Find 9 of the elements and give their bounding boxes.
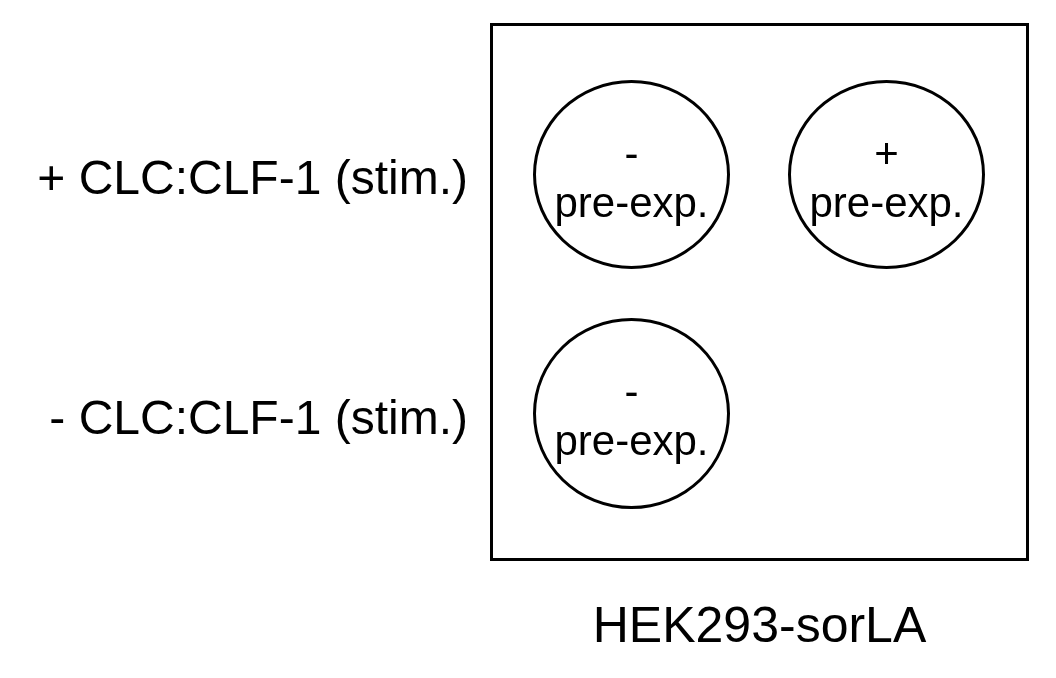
sample-label: pre-exp. — [809, 182, 964, 224]
treatment-sign: - — [624, 133, 639, 175]
condition-label: + CLC:CLF-1 (stim.) — [37, 154, 468, 202]
sample-label: pre-exp. — [554, 182, 709, 224]
condition-label: - CLC:CLF-1 (stim.) — [49, 394, 468, 442]
sample-label: pre-exp. — [554, 420, 709, 462]
cell-line-label: HEK293-sorLA — [592, 600, 927, 650]
treatment-sign: - — [624, 371, 639, 413]
treatment-sign: + — [874, 133, 899, 175]
